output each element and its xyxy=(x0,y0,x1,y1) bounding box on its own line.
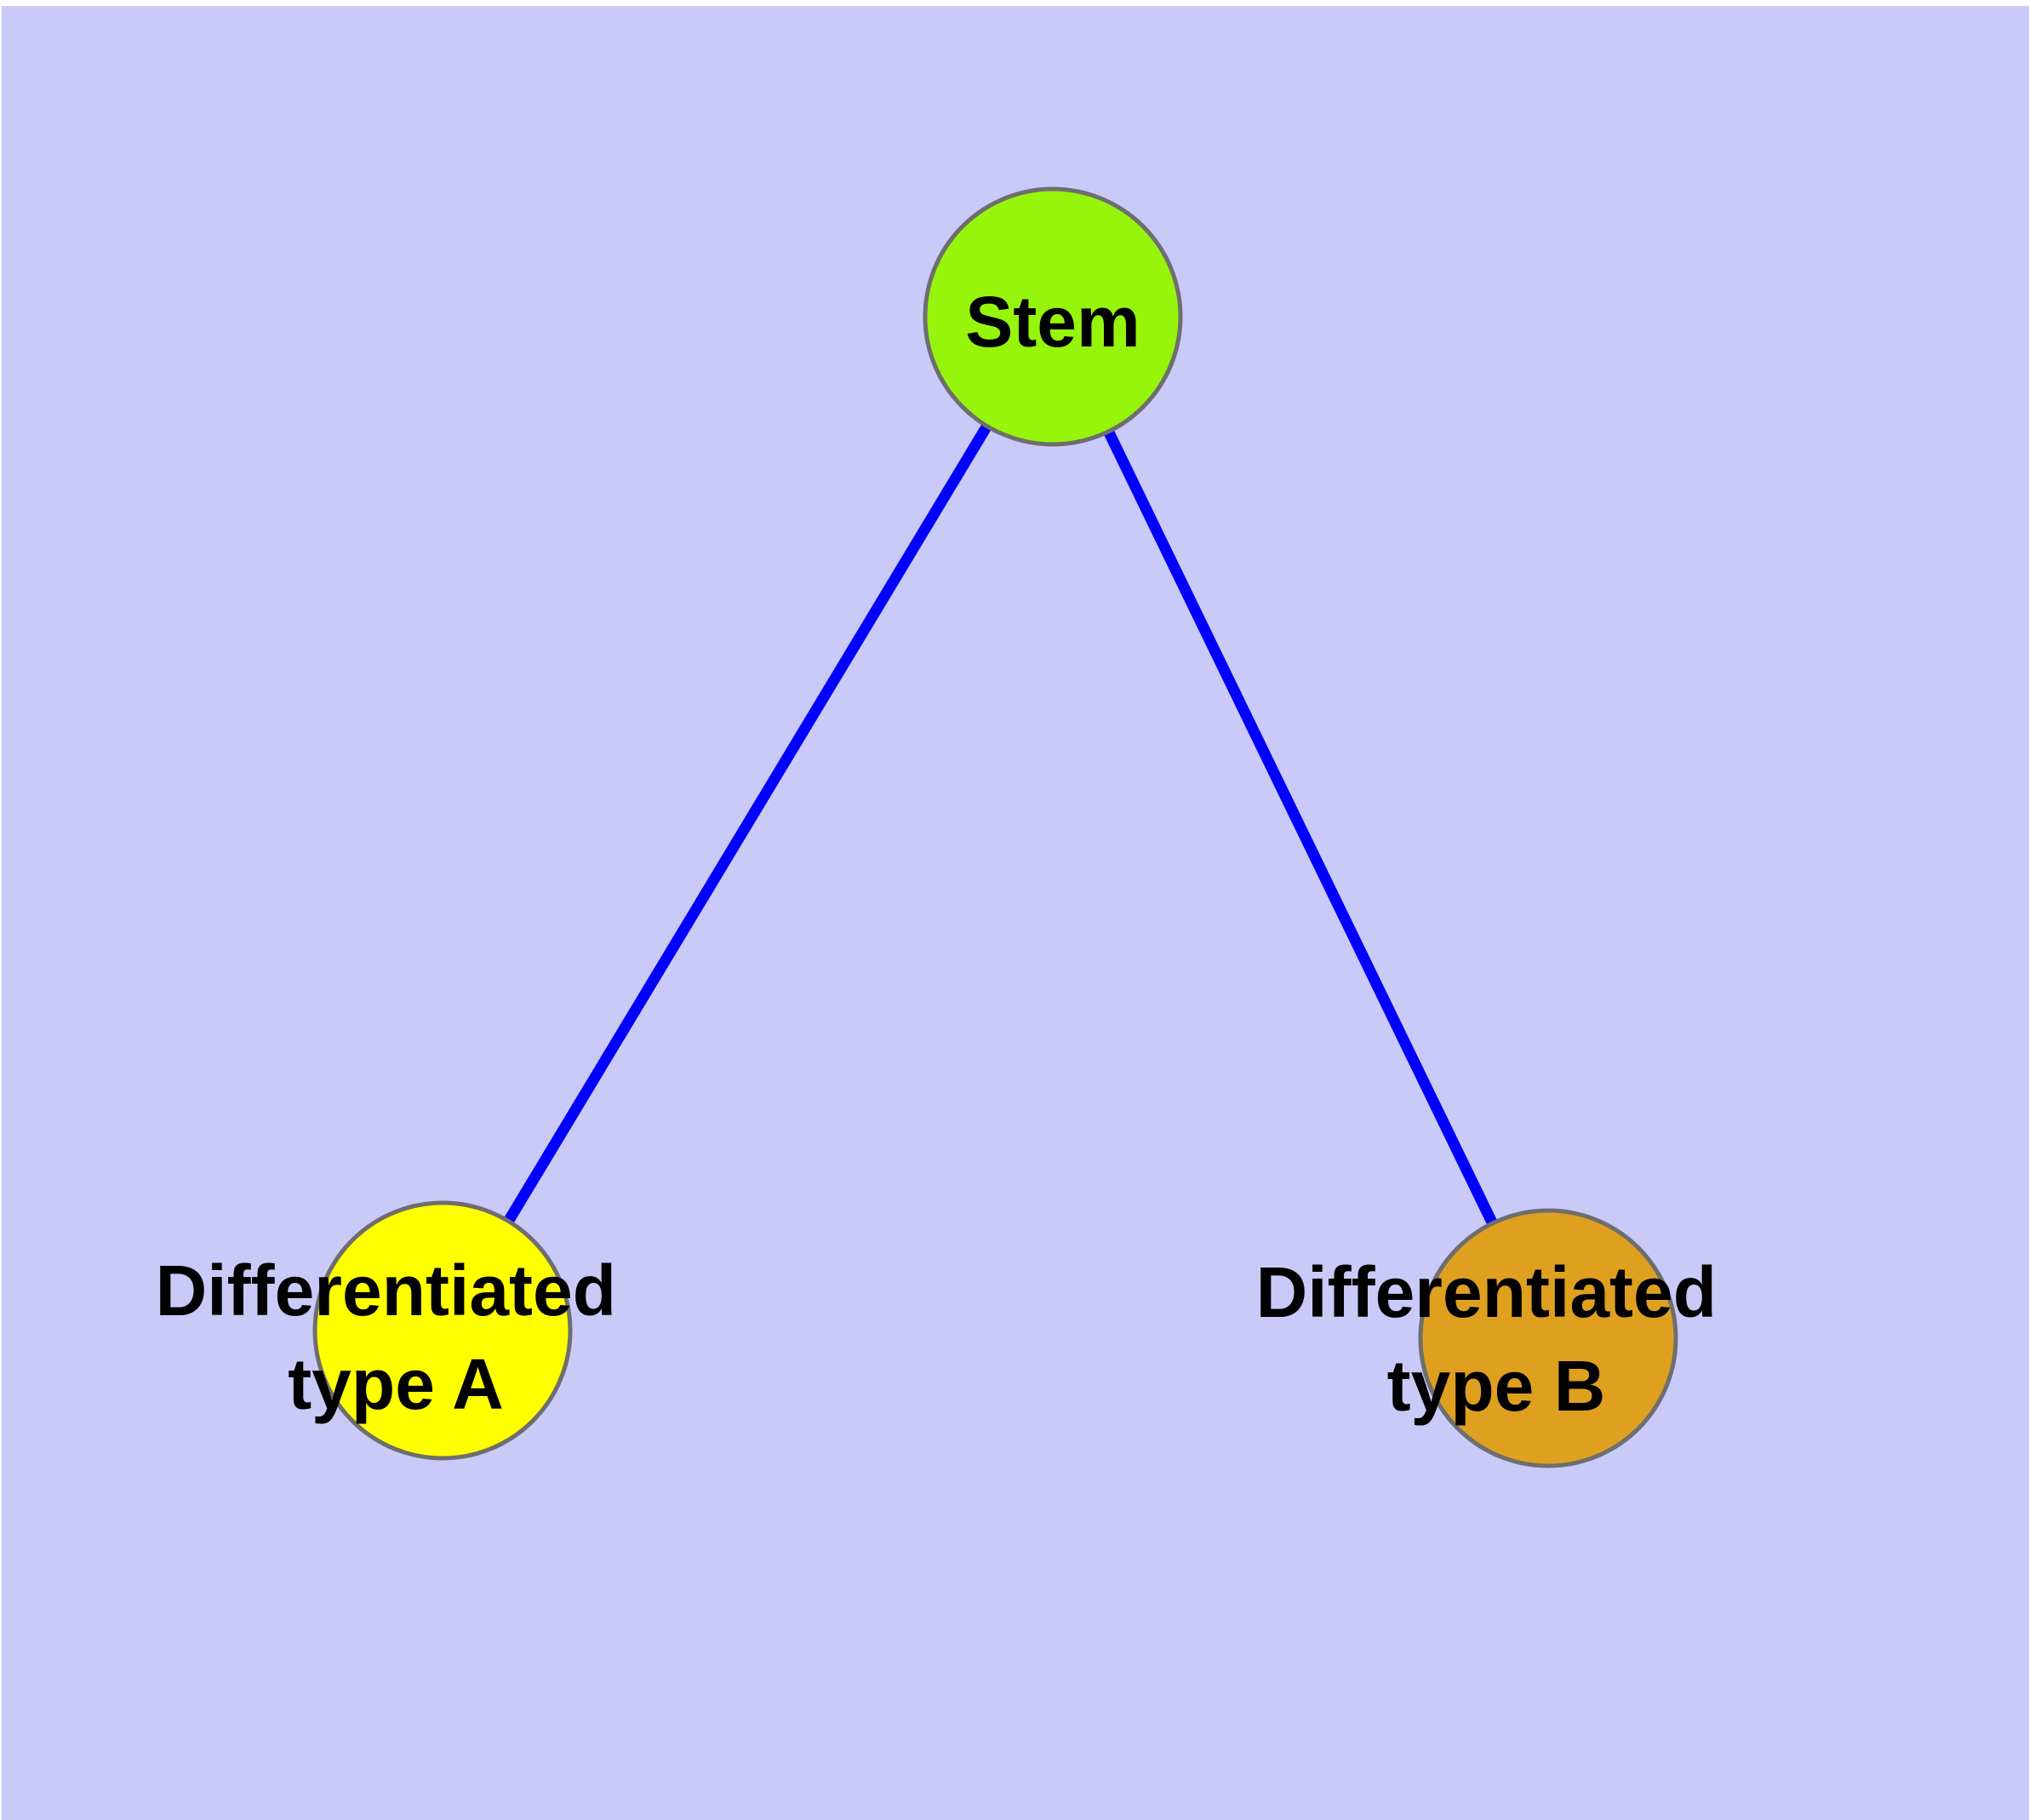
node-type-a-label: Differentiated type A xyxy=(156,1251,637,1424)
node-differentiated-type-a xyxy=(312,1200,573,1461)
node-type-b-label: Differentiated type B xyxy=(1256,1252,1737,1426)
edge-stem-to-type-b xyxy=(1048,314,1553,1341)
node-differentiated-type-b xyxy=(1418,1208,1678,1468)
node-stem xyxy=(923,186,1183,447)
node-stem-label: Stem xyxy=(965,282,1140,362)
edge-stem-to-type-a xyxy=(437,313,1058,1334)
